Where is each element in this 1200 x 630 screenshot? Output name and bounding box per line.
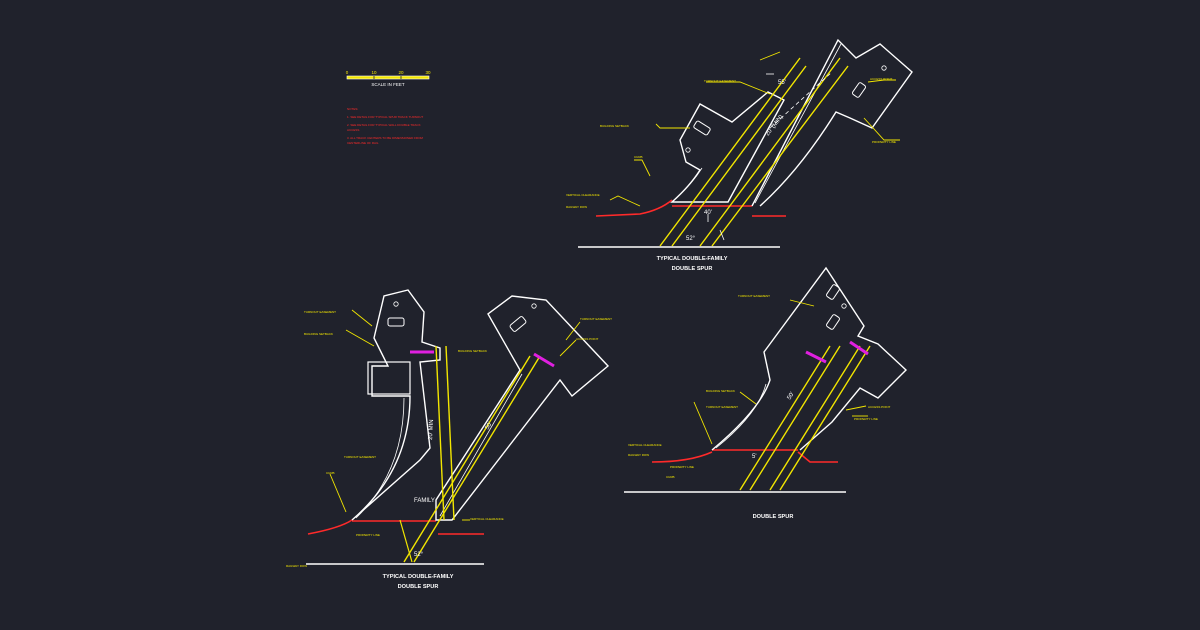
note-3: 3. ALL TRACK CENTERS TO BE DIMENSIONED F… [347, 136, 423, 140]
scale-tick-30: 30 [425, 70, 431, 75]
callout-vertical-br: VERTICAL CLEARANCE [628, 443, 662, 447]
dim-c-bl: FAMILY [414, 498, 435, 504]
dim-angle-tr: 52° [686, 236, 696, 242]
callout-turnout-br: TURNOUT EASEMENT [738, 294, 770, 298]
callout-curb-br: CURB [666, 475, 675, 479]
subtitle-bottom-left: DOUBLE SPUR [398, 584, 439, 590]
callout-access-tr: ACCESS POINT [870, 77, 893, 81]
callout-property-br2: PROPERTY LINE [854, 417, 878, 421]
dim-mid-tr: 40' [704, 210, 712, 216]
callout-building-br: BUILDING SETBACK [706, 389, 735, 393]
callout-property-tr: PROPERTY LINE [872, 140, 896, 144]
dim-a-br: 5' [752, 454, 756, 460]
scale-tick-20: 20 [398, 70, 404, 75]
notes-heading: NOTES: [347, 107, 358, 111]
callout-curb-bl: CURB [326, 471, 335, 475]
callout-access-bl: ACCESS POINT [576, 337, 599, 341]
title-bottom-left: TYPICAL DOUBLE-FAMILY [383, 574, 454, 580]
callout-building-tr: BUILDING SETBACK [600, 124, 629, 128]
dim-b-br: 50' [787, 391, 796, 401]
drawing-bottom-right: TURNOUT EASEMENT BUILDING SETBACK TURNOU… [624, 266, 908, 520]
drawing-top-right: TURNOUT EASEMENT BUILDING SETBACK CURB V… [566, 38, 913, 272]
notes-block: NOTES: 1. SEE DETAIL FOR TYPICAL SPUR TR… [347, 107, 423, 145]
callout-railway-tr: RAILWAY ROW [566, 205, 587, 209]
callout-vertical-bl: VERTICAL CLEARANCE [470, 517, 504, 521]
dim-angle-bl: 52° [414, 552, 424, 558]
title-top-right: TYPICAL DOUBLE-FAMILY [657, 256, 728, 262]
callout-turnout-bl2: TURNOUT EASEMENT [580, 317, 612, 321]
scale-label: SCALE IN FEET [371, 82, 405, 87]
dim-top-tr: 55' [778, 80, 786, 86]
callout-turnout-tr: TURNOUT EASEMENT [704, 79, 736, 83]
callout-turnout-bl: TURNOUT EASEMENT [304, 310, 336, 314]
callout-access-br: ACCESS POINT [868, 405, 891, 409]
scale-tick-10: 10 [371, 70, 377, 75]
scale-tick-0: 0 [346, 70, 349, 75]
callout-vertical-tr: VERTICAL CLEARANCE [566, 193, 600, 197]
callout-property-bl: PROPERTY LINE [356, 533, 380, 537]
callout-turnout-br2: TURNOUT EASEMENT [706, 405, 738, 409]
callout-railway-br: RAILWAY ROW [628, 453, 649, 457]
callout-building-bl: BUILDING SETBACK [304, 332, 333, 336]
callout-property-br: PROPERTY LINE [670, 465, 694, 469]
callout-railway-bl: RAILWAY ROW [286, 564, 307, 568]
dim-a-bl: 20' MIN [428, 419, 435, 440]
note-2: 2. SEE DETAIL FOR TYPICAL WALL DOUBLE TR… [347, 123, 421, 127]
title-bottom-right: DOUBLE SPUR [753, 514, 794, 520]
drawing-bottom-left: TURNOUT EASEMENT BUILDING SETBACK TURNOU… [286, 289, 612, 590]
callout-turnout-bl3: TURNOUT EASEMENT [344, 455, 376, 459]
callout-building-bl2: BUILDING SETBACK [458, 349, 487, 353]
note-1: 1. SEE DETAIL FOR TYPICAL SPUR TRACK TUR… [347, 115, 423, 119]
note-2-cont: ACCESS [347, 128, 359, 132]
scale-bar: 0 10 20 30 SCALE IN FEET [346, 70, 431, 87]
subtitle-top-right: DOUBLE SPUR [672, 266, 713, 272]
dim-b-bl: 50' [485, 421, 494, 431]
note-3-cont: CENTERLINE OF RAIL [347, 141, 379, 145]
callout-curb-tr: CURB [634, 155, 643, 159]
